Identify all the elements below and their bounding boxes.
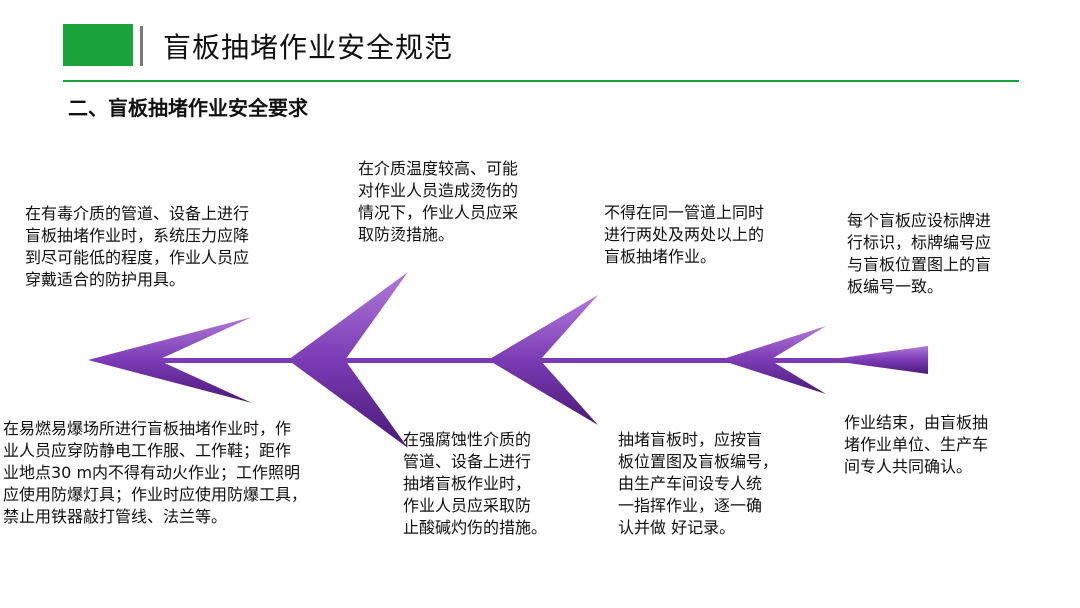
callout-flammable-site: 在易燃易爆场所进行盲板抽堵作业时，作 业人员应穿防静电工作服、工作鞋；距作 业地… <box>3 419 308 526</box>
page-title: 盲板抽堵作业安全规范 <box>163 31 454 64</box>
arrowhead-1 <box>88 317 252 403</box>
title-underline <box>63 80 1019 82</box>
arrowhead-3 <box>488 295 598 425</box>
callout-tag-marking: 每个盲板应设标牌进 行标识，标牌编号应 与盲板位置图上的盲 板编号一致。 <box>847 211 992 296</box>
title-divider <box>140 26 143 66</box>
callout-position-map: 抽堵盲板时，应按盲 板位置图及盲板编号， 由生产车间设专人统 一指挥作业，逐一确… <box>618 430 779 537</box>
arrowhead-2 <box>288 272 408 448</box>
callout-same-pipe: 不得在同一管道上同时 进行两处及两处以上的 盲板抽堵作业。 <box>604 203 765 266</box>
fishbone-tail <box>826 346 928 374</box>
callout-toxic-medium: 在有毒介质的管道、设备上进行 盲板抽堵作业时，系统压力应降 到尽可能低的程度，作… <box>25 204 250 289</box>
title-accent-block <box>63 24 133 66</box>
section-title: 二、盲板抽堵作业安全要求 <box>68 96 308 120</box>
callout-high-temperature: 在介质温度较高、可能 对作业人员造成烫伤的 情况下，作业人员应采 取防烫措施。 <box>358 159 519 244</box>
callout-corrosive-medium: 在强腐蚀性介质的 管道、设备上进行 抽堵盲板作业时， 作业人员应采取防 止酸碱灼… <box>403 430 548 537</box>
callout-finish-confirm: 作业结束，由盲板抽 堵作业单位、生产车 间专人共同确认。 <box>844 413 989 476</box>
arrowhead-4 <box>720 326 826 394</box>
